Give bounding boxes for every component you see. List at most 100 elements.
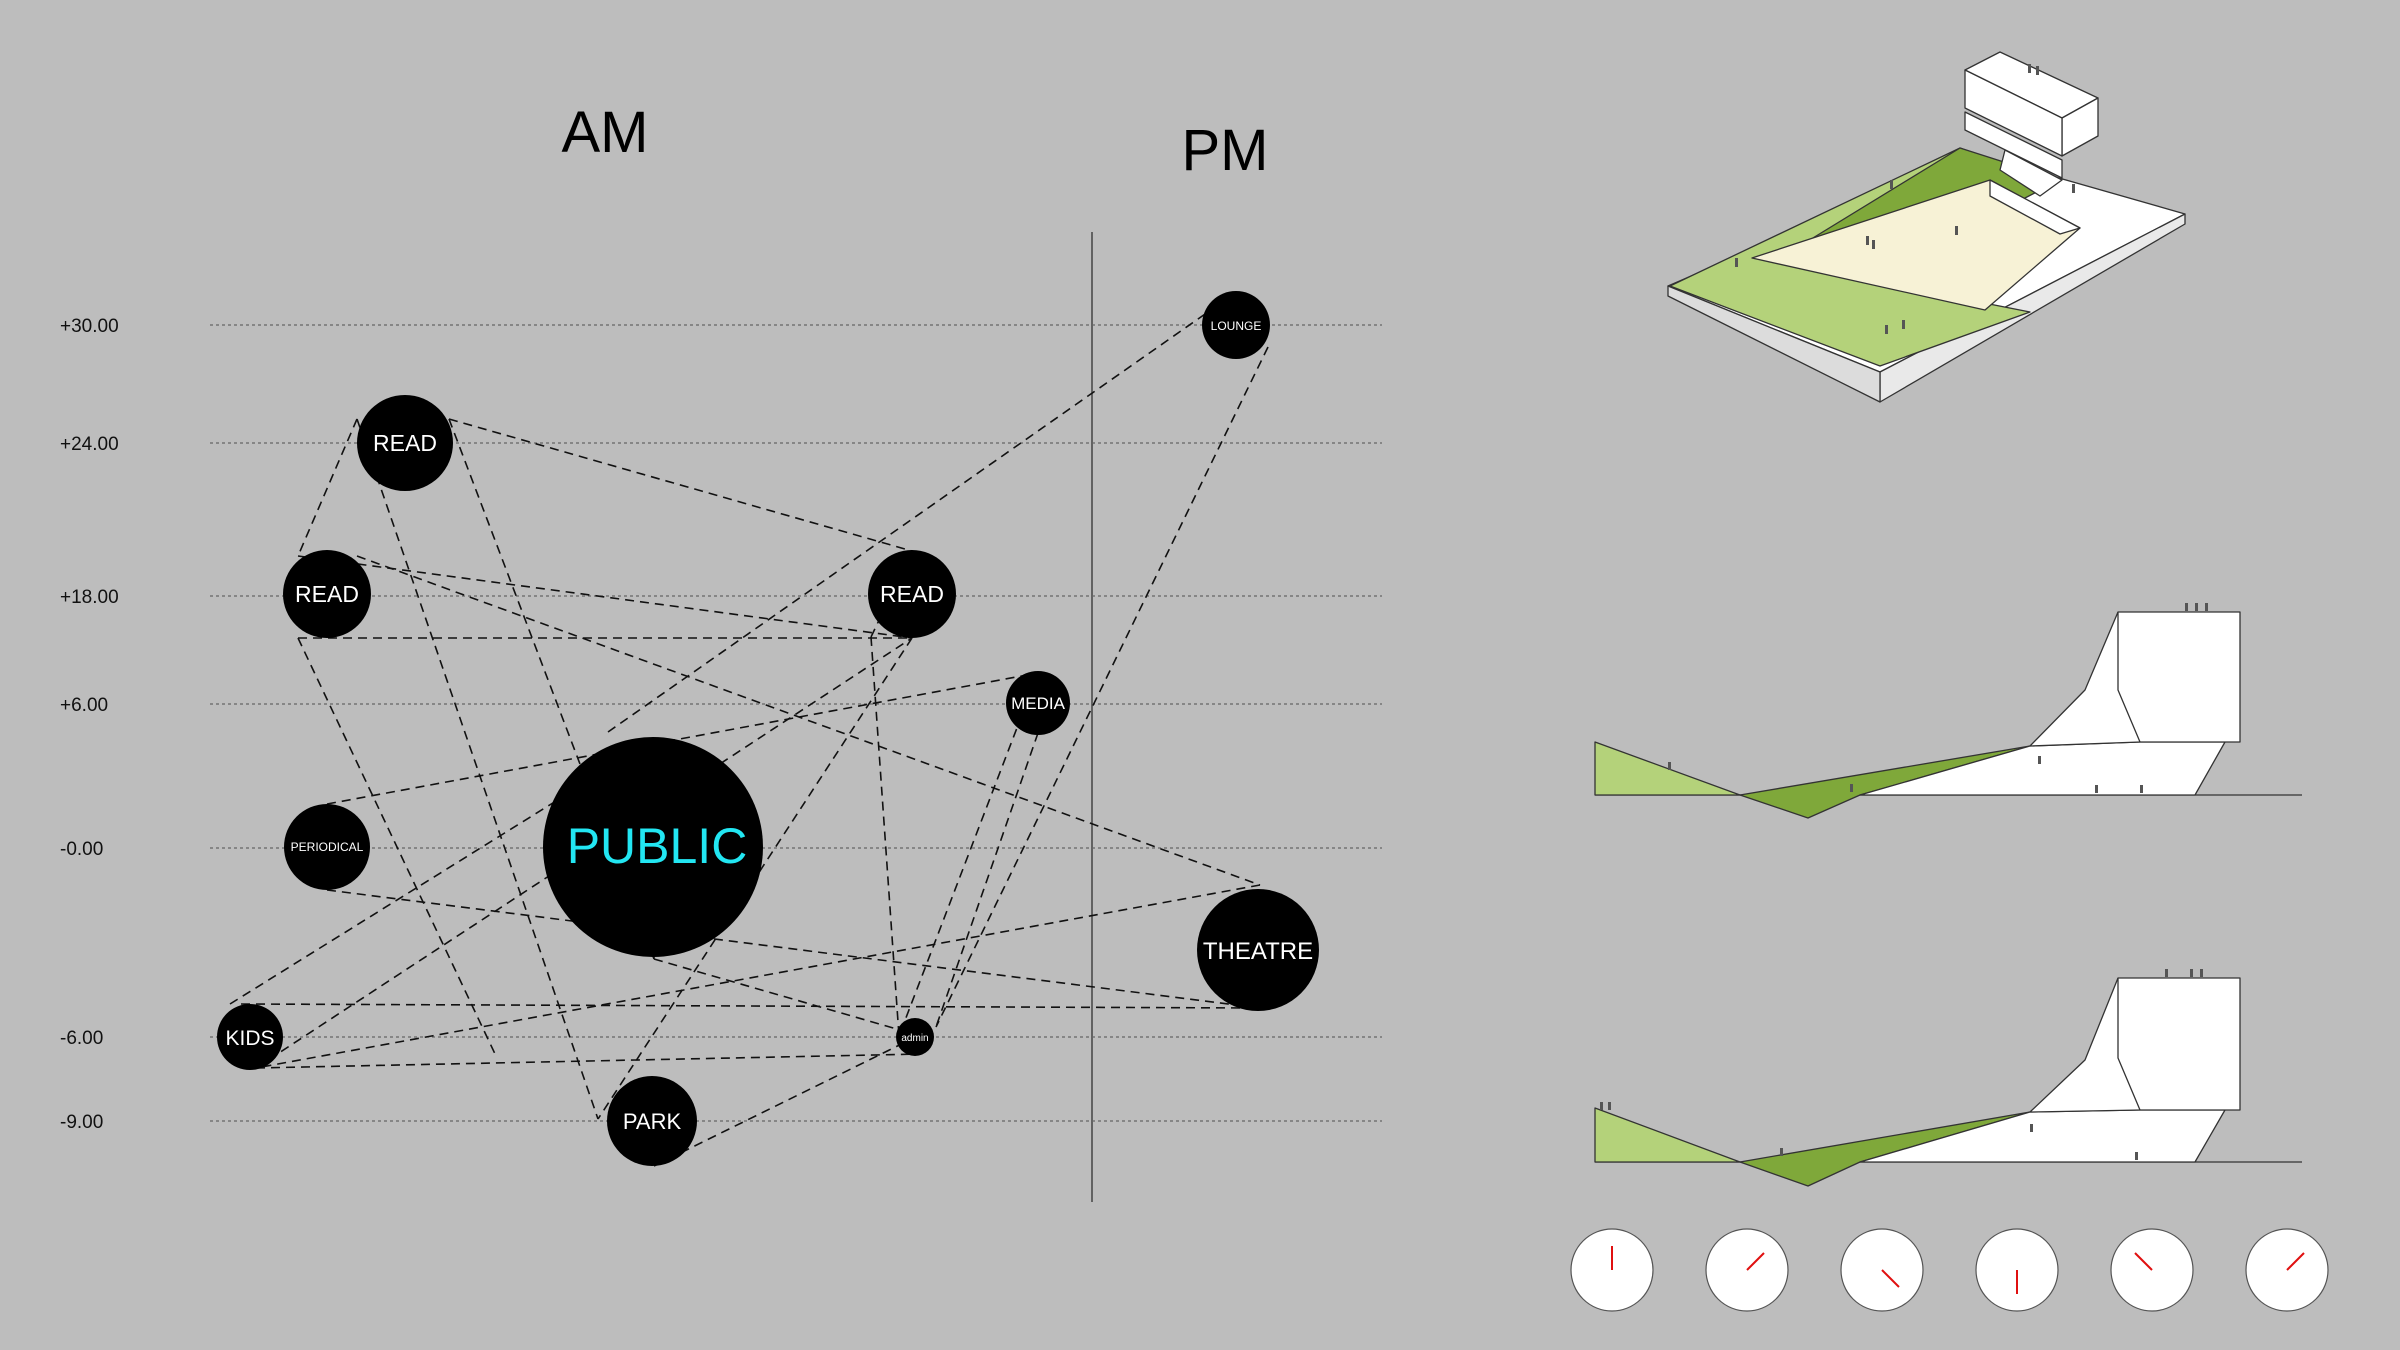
- clock-icon: [1840, 1228, 1924, 1312]
- connection-line: [229, 739, 655, 1005]
- connection-line: [326, 889, 1261, 1009]
- person-figure: [1872, 240, 1875, 249]
- green-wedge-left: [1594, 1107, 1741, 1163]
- person-figure: [1850, 784, 1853, 792]
- person-figure: [1890, 180, 1893, 189]
- node-circle: [217, 1004, 283, 1070]
- building-edge: [2117, 612, 2141, 743]
- connection-line: [653, 958, 922, 1037]
- connection-line: [898, 672, 1039, 1037]
- person-figure: [1866, 236, 1869, 245]
- node-circle: [543, 737, 763, 957]
- tower-lower-floor: [1999, 149, 2063, 197]
- node-admin[interactable]: admin: [896, 1018, 934, 1056]
- building-tower: [2029, 611, 2241, 747]
- clock-icon: [1705, 1228, 1789, 1312]
- connection-line: [255, 884, 1261, 1069]
- person-figure: [2190, 969, 2193, 977]
- node-circle: [284, 804, 370, 890]
- node-read-left[interactable]: READ: [283, 550, 371, 638]
- connection-line: [935, 732, 1039, 1028]
- node-public[interactable]: PUBLIC: [543, 737, 763, 957]
- person-figure: [2072, 184, 2075, 193]
- clock-icon: [1975, 1228, 2059, 1312]
- node-media[interactable]: MEDIA: [1006, 671, 1070, 735]
- node-label: PUBLIC: [567, 818, 748, 874]
- connection-line: [297, 418, 358, 557]
- connection-line: [255, 1053, 922, 1069]
- connection-line: [297, 637, 497, 1057]
- node-label: KIDS: [225, 1027, 274, 1050]
- connection-line: [448, 418, 913, 552]
- level-label: +30.00: [60, 316, 119, 337]
- clock-icon: [2245, 1228, 2329, 1312]
- green-wedge-left: [1594, 741, 1741, 796]
- level-label: +24.00: [60, 434, 119, 455]
- base-slab-front: [1667, 285, 1881, 403]
- pm-header: PM: [1182, 118, 1269, 183]
- node-circle: [896, 1018, 934, 1056]
- node-circle: [607, 1076, 697, 1166]
- connection-line: [326, 672, 1039, 805]
- node-lounge[interactable]: LOUNGE: [1202, 291, 1270, 359]
- level-label: -0.00: [60, 839, 103, 860]
- node-label: LOUNGE: [1211, 319, 1262, 333]
- node-theatre[interactable]: THEATRE: [1197, 889, 1319, 1011]
- node-park[interactable]: PARK: [607, 1076, 697, 1166]
- level-labels: +30.00 +24.00 +18.00 +6.00 -0.00 -6.00 -…: [60, 316, 119, 1133]
- node-label: admin: [901, 1033, 928, 1044]
- program-nodes: LOUNGE READ READ READ MEDIA PERIODICAL: [217, 291, 1319, 1166]
- person-figure: [1735, 258, 1738, 267]
- person-figure: [2205, 603, 2208, 611]
- person-figure: [1608, 1102, 1611, 1110]
- person-figure: [2036, 66, 2039, 75]
- level-label: -9.00: [60, 1112, 103, 1133]
- node-label: MEDIA: [1011, 694, 1066, 713]
- connection-line: [653, 1026, 937, 1167]
- sunken-court-wall: [1989, 179, 2081, 235]
- connection-line: [297, 555, 913, 639]
- clock-icon: [2110, 1228, 2194, 1312]
- connection-line: [935, 346, 1269, 1028]
- node-label: PERIODICAL: [291, 840, 364, 854]
- clock-hand: [2286, 1252, 2305, 1271]
- connection-line: [607, 311, 1209, 733]
- node-read-top[interactable]: READ: [357, 395, 453, 491]
- section-drawing-1: [1594, 603, 2302, 819]
- node-label: READ: [373, 430, 437, 456]
- node-circle: [1202, 291, 1270, 359]
- person-figure: [2195, 603, 2198, 611]
- connection-line: [870, 636, 900, 1037]
- tower-front: [1964, 69, 2063, 157]
- connection-line: [240, 1003, 1261, 1009]
- person-figure: [2135, 1152, 2138, 1160]
- node-label: READ: [295, 581, 359, 607]
- node-label: PARK: [623, 1109, 682, 1134]
- clock-icon: [1570, 1228, 1654, 1312]
- program-diagram: AM PM +30.00 +24.00 +18.00 +6.00 -0.00 -…: [60, 100, 1382, 1202]
- clock-hand: [1881, 1269, 1900, 1288]
- person-figure: [2185, 603, 2188, 611]
- person-figure: [2038, 756, 2041, 764]
- connection-lines: [229, 311, 1269, 1167]
- person-figure: [1902, 320, 1905, 329]
- person-figure: [2095, 785, 2098, 793]
- section-people: [1668, 603, 2208, 793]
- node-kids[interactable]: KIDS: [217, 1004, 283, 1070]
- person-figure: [2140, 785, 2143, 793]
- node-read-right[interactable]: READ: [868, 550, 956, 638]
- level-label: -6.00: [60, 1028, 103, 1049]
- clock-row: [1570, 1228, 2329, 1312]
- building-edge: [2117, 978, 2141, 1111]
- node-circle: [357, 395, 453, 491]
- node-periodical[interactable]: PERIODICAL: [284, 804, 370, 890]
- node-circle: [1006, 671, 1070, 735]
- person-figure: [2030, 1124, 2033, 1132]
- clock-hand: [2134, 1252, 2153, 1271]
- axo-people: [1735, 64, 2075, 334]
- person-figure: [2028, 64, 2031, 73]
- connection-line: [356, 418, 599, 1120]
- section-drawing-2: [1594, 969, 2302, 1187]
- node-circle: [1197, 889, 1319, 1011]
